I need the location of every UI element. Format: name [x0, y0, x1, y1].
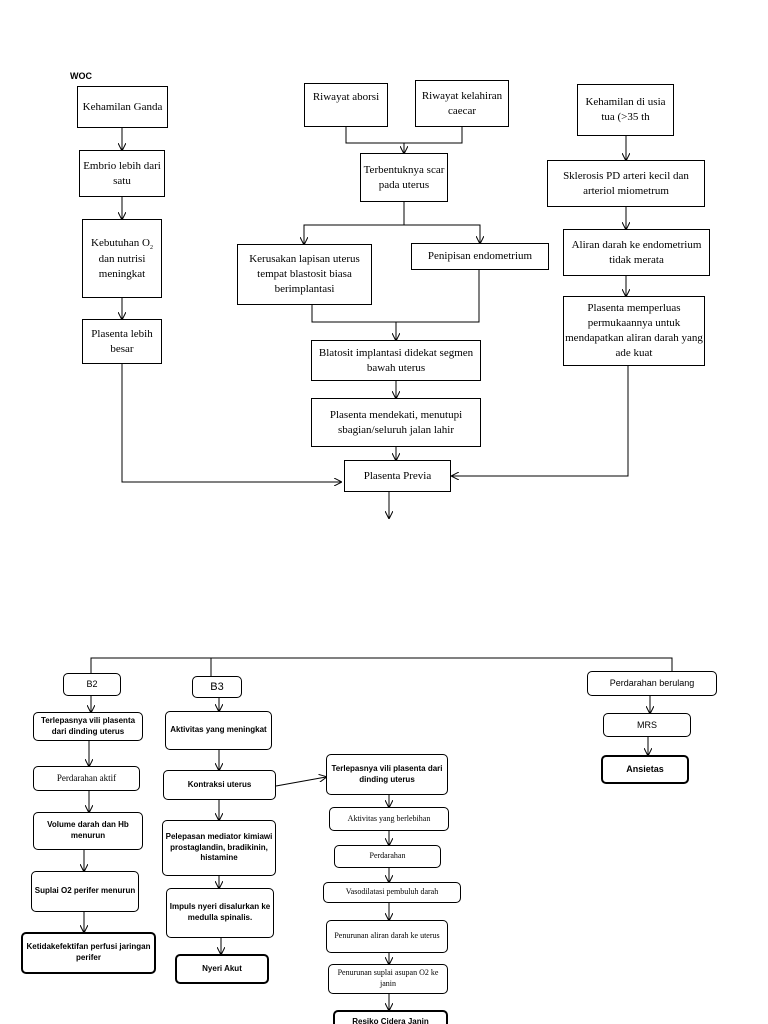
woc-title: WOC: [70, 71, 92, 81]
arrow: [304, 202, 405, 244]
connector: [90, 657, 673, 673]
arrow: [275, 777, 326, 787]
connector: [345, 127, 463, 144]
box-kehamilan-ganda: Kehamilan Ganda: [77, 86, 168, 128]
box-impuls-nyeri: Impuls nyeri disalurkan ke medulla spina…: [166, 888, 274, 938]
box-penurunan-suplai: Penurunan suplai asupan O2 ke janin: [328, 964, 448, 994]
box-plasenta-mendekati: Plasenta mendekati, menutupi sbagian/sel…: [311, 398, 481, 447]
box-aktivitas-berlebihan: Aktivitas yang berlebihan: [329, 807, 449, 831]
box-mid-terlepas-vili: Terlepasnya vili plasenta dari dinding u…: [326, 754, 448, 795]
box-blatosit-implantasi: Blatosit implantasi didekat segmen bawah…: [311, 340, 481, 381]
arrow: [452, 366, 629, 476]
box-aktivitas-meningkat: Aktivitas yang meningkat: [165, 711, 272, 750]
box-plasenta-previa: Plasenta Previa: [344, 460, 451, 492]
box-plasenta-besar: Plasenta lebih besar: [82, 319, 162, 364]
box-b2-terlepas-vili: Terlepasnya vili plasenta dari dinding u…: [33, 712, 143, 741]
box-penurunan-aliran: Penurunan aliran darah ke uterus: [326, 920, 448, 953]
box-vasodilatasi: Vasodilatasi pembuluh darah: [323, 882, 461, 903]
arrow: [404, 224, 480, 243]
box-plasenta-memperluas: Plasenta memperluas permukaannya untuk m…: [563, 296, 705, 366]
box-pelepasan-mediator: Pelepasan mediator kimiawi prostaglandin…: [162, 820, 276, 876]
box-kebutuhan-o2: Kebutuhan O2 dan nutrisi meningkat: [82, 219, 162, 298]
box-b3: B3: [192, 676, 242, 698]
box-suplai-o2: Suplai O2 perifer menurun: [31, 871, 139, 912]
box-riwayat-caecar: Riwayat kelahiran caecar: [415, 80, 509, 127]
diagnosis-nyeri-akut: Nyeri Akut: [175, 954, 269, 984]
diagnosis-ansietas: Ansietas: [601, 755, 689, 784]
box-penipisan-endometrium: Penipisan endometrium: [411, 243, 549, 270]
box-b2: B2: [63, 673, 121, 696]
diagnosis-ketidakefektifan-perfusi: Ketidakefektifan perfusi jaringan perife…: [21, 932, 156, 974]
box-embrio-lebih: Embrio lebih dari satu: [79, 150, 165, 197]
box-scar-uterus: Terbentuknya scar pada uterus: [360, 153, 448, 202]
box-perdarahan-berulang: Perdarahan berulang: [587, 671, 717, 696]
box-mrs: MRS: [603, 713, 691, 737]
diagnosis-resiko-cidera-janin: Resiko Cidera Janin: [333, 1010, 448, 1024]
box-kontraksi-uterus: Kontraksi uterus: [163, 770, 276, 800]
arrow: [121, 364, 341, 482]
box-perdarahan-aktif: Perdarahan aktif: [33, 766, 140, 791]
box-aliran-darah: Aliran darah ke endometrium tidak merata: [563, 229, 710, 276]
box-volume-darah: Volume darah dan Hb menurun: [33, 812, 143, 850]
box-riwayat-aborsi: Riwayat aborsi: [304, 83, 388, 127]
box-sklerosis: Sklerosis PD arteri kecil dan arteriol m…: [547, 160, 705, 207]
box-kebutuhan-text: Kebutuhan O2 dan nutrisi meningkat: [91, 236, 153, 280]
box-kerusakan-lapisan: Kerusakan lapisan uterus tempat blastosi…: [237, 244, 372, 305]
box-kehamilan-tua: Kehamilan di usia tua (>35 th: [577, 84, 674, 136]
box-perdarahan: Perdarahan: [334, 845, 441, 868]
